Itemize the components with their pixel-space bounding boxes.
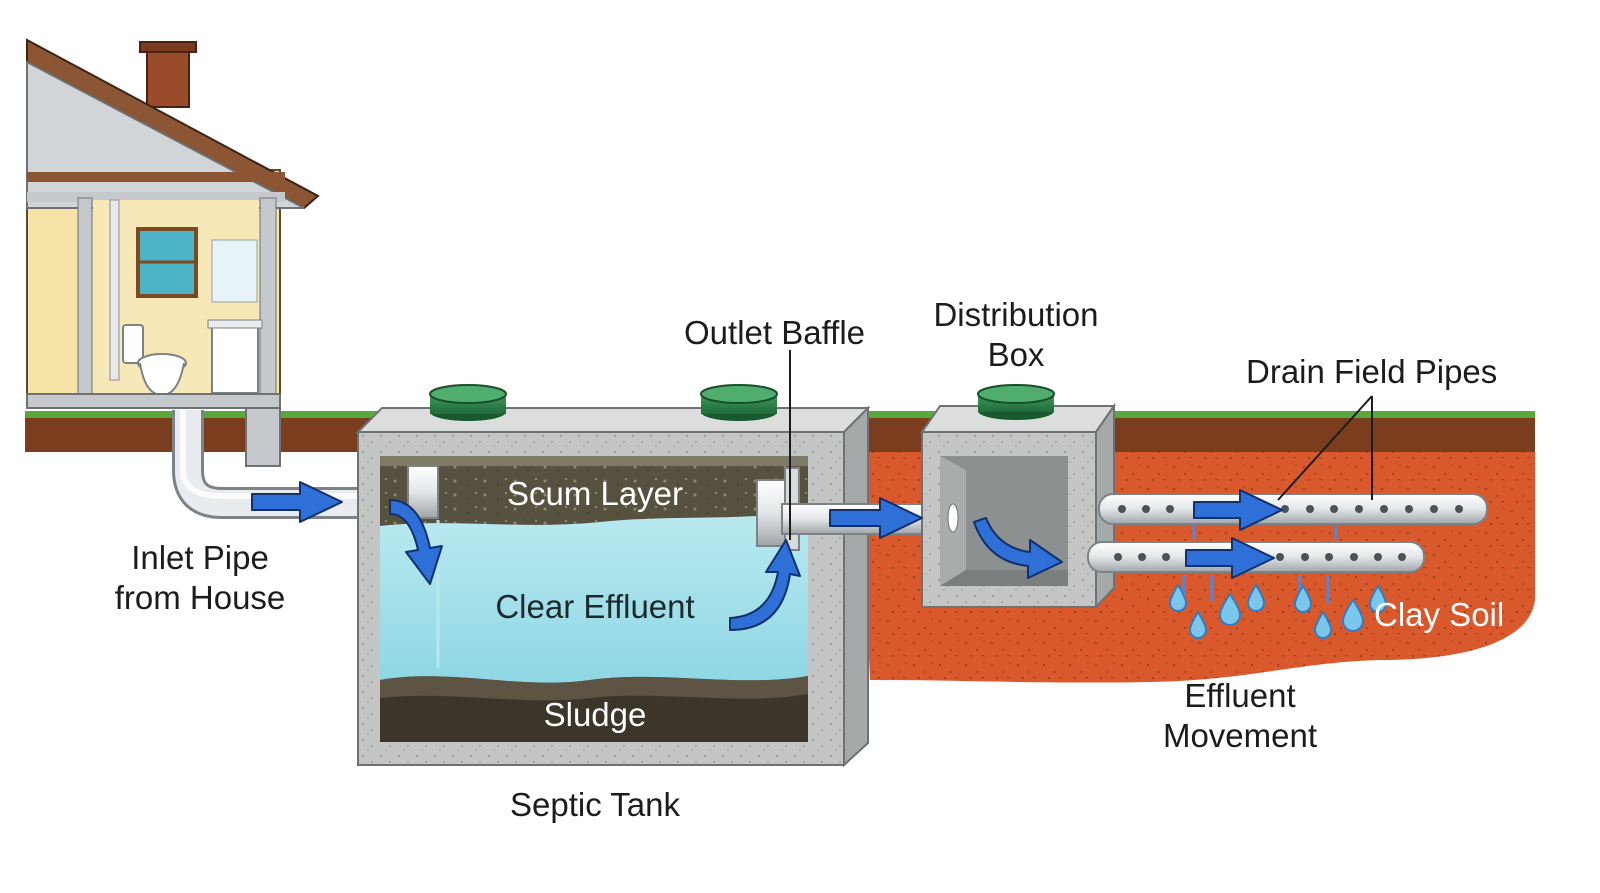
drain-pipe-upper — [1098, 493, 1488, 525]
droplet-icon — [1188, 610, 1208, 639]
arrow-to-box-icon — [829, 497, 923, 539]
label-inlet-pipe: Inlet Pipe from House — [114, 539, 286, 616]
leader-drain-pipe-upper — [1277, 395, 1373, 501]
mirror — [211, 239, 258, 303]
droplet-icon — [1368, 584, 1388, 613]
pipe-perforations — [1114, 505, 1463, 561]
toilet-icon — [122, 324, 187, 397]
droplet-icon — [1246, 583, 1266, 612]
sink-icon — [207, 319, 263, 394]
label-septic-tank: Septic Tank — [510, 786, 680, 823]
inlet-baffle — [407, 465, 439, 519]
house-foundation — [26, 393, 281, 409]
label-scum-layer: Scum Layer — [506, 475, 684, 512]
droplet-icon — [1218, 592, 1242, 626]
vent-pipe — [109, 199, 120, 381]
label-effluent-movement: Effluent Movement — [1162, 677, 1318, 754]
arrow-in-box-icon — [973, 517, 1063, 579]
droplet-icon — [1341, 598, 1365, 632]
access-lid-3 — [977, 384, 1055, 404]
leader-lines — [789, 350, 1373, 540]
arrow-outlet-up-icon — [729, 539, 801, 631]
droplet-icon — [1168, 583, 1188, 612]
label-distribution-box: Distribution Box — [933, 296, 1099, 373]
effluent-droplets — [1168, 583, 1388, 639]
label-clay-soil: Clay Soil — [1374, 596, 1505, 633]
arrow-upper-pipe-icon — [1193, 489, 1283, 531]
inlet-pipe — [172, 410, 420, 519]
arrow-inlet-right-icon — [251, 481, 343, 523]
outlet-baffle — [756, 479, 786, 547]
arrow-inlet-down-icon — [389, 499, 443, 585]
label-clear-effluent: Clear Effluent — [495, 588, 695, 625]
droplet-icon — [1313, 610, 1333, 639]
arrow-lower-pipe-icon — [1185, 537, 1275, 579]
label-drain-field-pipes: Drain Field Pipes — [1246, 353, 1498, 390]
seepage-lines — [1182, 526, 1338, 604]
label-sludge: Sludge — [543, 696, 647, 733]
label-outlet-baffle: Outlet Baffle — [684, 314, 866, 351]
septic-tank — [355, 384, 871, 768]
distribution-box — [920, 384, 1116, 610]
droplet-icon — [1293, 584, 1313, 613]
flow-arrows — [251, 481, 1283, 631]
house — [26, 38, 320, 467]
chimney — [146, 46, 190, 108]
